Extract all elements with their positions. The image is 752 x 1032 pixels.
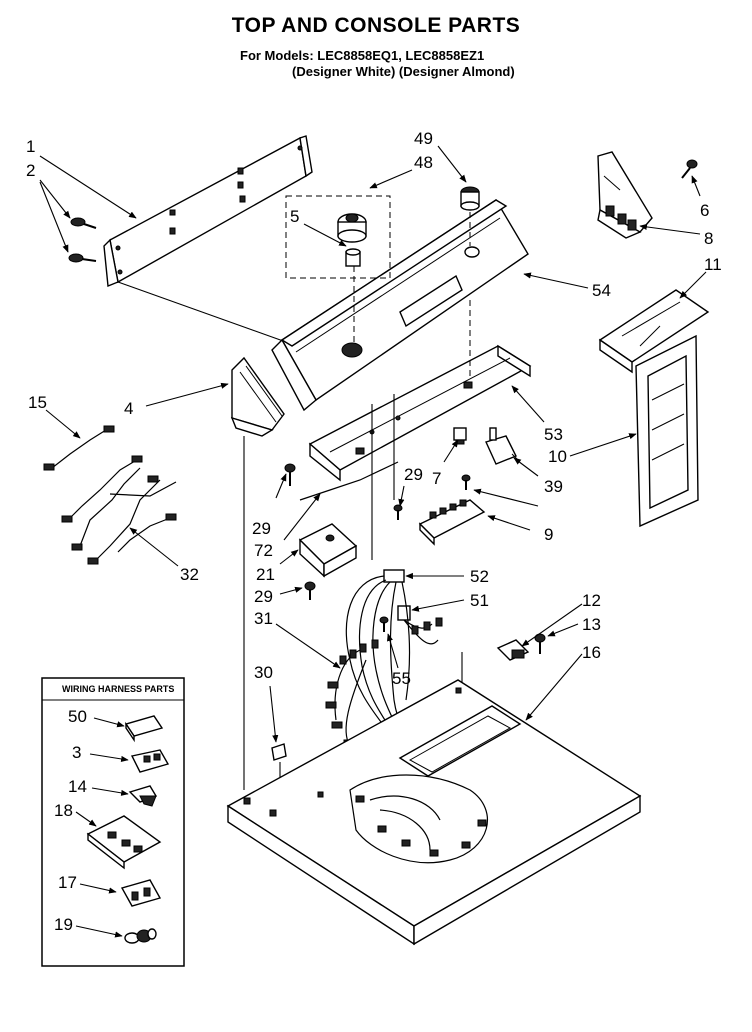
callout-11: 11: [704, 255, 722, 274]
callout-7: 7: [432, 469, 441, 488]
callout-10: 10: [548, 447, 567, 466]
push-switch-part: [453, 427, 467, 445]
knob-group-box: [285, 195, 391, 279]
callout-52: 52: [470, 567, 489, 586]
inset-callout-18: 18: [54, 801, 73, 820]
inset-callout-19: 19: [54, 915, 73, 934]
callout-15: 15: [28, 393, 47, 412]
callout-8: 8: [704, 229, 713, 248]
callout-5: 5: [290, 207, 299, 226]
callout-21: 21: [256, 565, 275, 584]
callout-6: 6: [700, 201, 709, 220]
endcap-screw: [681, 159, 698, 179]
callout-4: 4: [124, 399, 133, 418]
lint-screen-lid-part: [598, 289, 710, 374]
callout-16: 16: [582, 643, 601, 662]
screw-13: [534, 633, 546, 654]
bracket-screw-lower: [68, 253, 97, 263]
callout-29-lower: 29: [254, 587, 273, 606]
colors-line: (Designer White) (Designer Almond): [292, 64, 515, 79]
callout-9: 9: [544, 525, 553, 544]
screw-29-lower: [304, 581, 316, 600]
timer-part: [298, 523, 358, 578]
callout-53: 53: [544, 425, 563, 444]
screw-29-upper-left: [284, 463, 296, 486]
callout-2: 2: [26, 161, 35, 180]
inset-title: WIRING HARNESS PARTS: [62, 684, 174, 694]
inset-callout-17: 17: [58, 873, 77, 892]
right-endcap-part: [597, 151, 653, 239]
callout-48: 48: [414, 153, 433, 172]
timer-knob-part: [337, 213, 367, 267]
screw-29-mid: [393, 504, 403, 520]
connector-50-part: [124, 715, 164, 743]
connector-19-part: [124, 928, 157, 944]
callout-54: 54: [592, 281, 611, 300]
inset-callout-50: 50: [68, 707, 87, 726]
callout-29-top: 29: [404, 465, 423, 484]
inset-callout-14: 14: [68, 777, 87, 796]
connector-14-part: [128, 785, 158, 807]
connector-17-part: [120, 879, 162, 907]
screw-55: [379, 616, 389, 632]
callout-39: 39: [544, 477, 563, 496]
clip-12-part: [496, 639, 530, 661]
bracket-screw-upper: [70, 217, 97, 229]
connector-18-part: [86, 815, 162, 870]
callout-13: 13: [582, 615, 601, 634]
start-switch-part: [485, 427, 521, 465]
page-title: TOP AND CONSOLE PARTS: [231, 14, 521, 37]
callout-1: 1: [26, 137, 35, 156]
screw-29-right: [461, 474, 471, 490]
left-endcap-part: [230, 356, 285, 437]
console-panel-part: [271, 199, 529, 412]
wire-lead-15: [43, 425, 115, 471]
rear-bracket-part: [103, 135, 313, 287]
callout-31: 31: [254, 609, 273, 628]
top-panel-part: [226, 679, 642, 946]
callout-72: 72: [254, 541, 273, 560]
callout-12: 12: [582, 591, 601, 610]
leader-lines: [39, 145, 707, 743]
callout-29-left: 29: [252, 519, 271, 538]
callout-32: 32: [180, 565, 199, 584]
wire-harness-32: [61, 455, 177, 565]
callout-55: 55: [392, 669, 411, 688]
clip-30-part: [271, 743, 287, 761]
console-channel-part: [308, 344, 532, 482]
lint-screen-housing-part: [635, 334, 699, 528]
connector-3-part: [130, 749, 170, 773]
inset-callout-3: 3: [72, 743, 81, 762]
callout-51: 51: [470, 591, 489, 610]
selector-knob-part: [460, 186, 480, 211]
terminal-block-part: [418, 499, 486, 546]
wiring-harness-inset: WIRING HARNESS PARTS 50 3 14 18: [41, 677, 185, 967]
models-line: For Models: LEC8858EQ1, LEC8858EZ1: [240, 48, 485, 63]
callout-49: 49: [414, 129, 433, 148]
callout-labels: 1 2 49 48 5 6 8 54 11 15 4 53 10 29 7 39…: [26, 129, 722, 688]
callout-30: 30: [254, 663, 273, 682]
